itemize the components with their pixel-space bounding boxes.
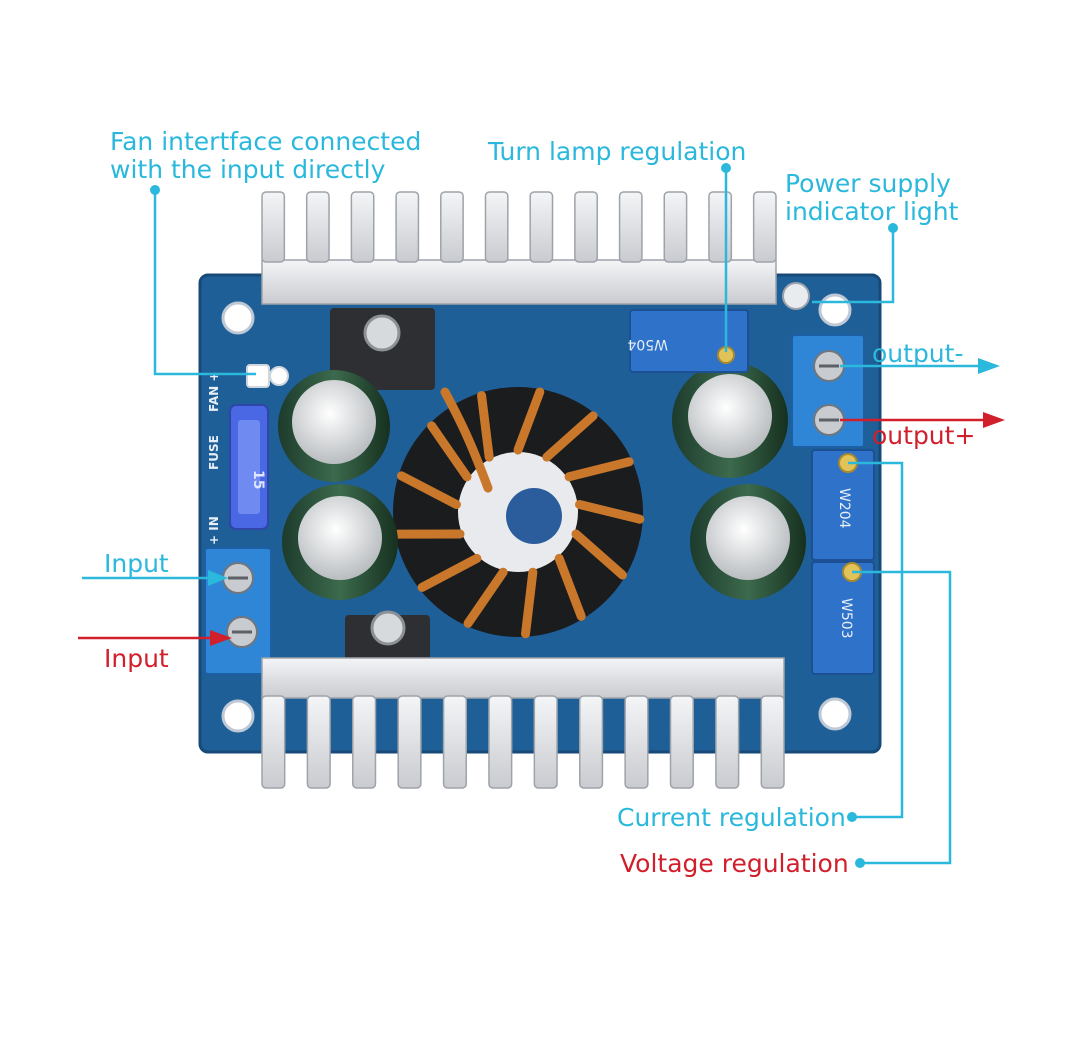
inductor-winding — [575, 500, 645, 524]
inductor-winding — [477, 391, 494, 462]
inductor-winding — [513, 387, 545, 455]
mount-hole — [221, 699, 255, 733]
capacitor — [672, 362, 788, 478]
inductor-winding — [427, 421, 472, 482]
pot-marking-w503: W503 — [838, 598, 854, 639]
heatsink-fin — [760, 695, 785, 789]
fan-pad — [246, 364, 270, 388]
inductor-winding — [396, 471, 461, 510]
heatsink-fin — [352, 695, 377, 789]
output-terminal-block — [791, 334, 865, 448]
heatsink-fin — [306, 695, 331, 789]
heatsink-base — [261, 259, 777, 305]
power-led — [782, 282, 810, 310]
heatsink-fin — [715, 695, 740, 789]
heatsink-fin — [484, 191, 509, 263]
inductor-winding — [521, 567, 538, 639]
heatsink-fin — [574, 191, 598, 263]
inductor-winding — [417, 553, 482, 592]
input-terminal-block — [204, 547, 272, 675]
power-callout-line — [812, 228, 895, 304]
inductor-winding — [542, 411, 598, 462]
heatsink-fin — [708, 191, 733, 263]
top-heatsink — [261, 191, 777, 305]
in-silkscreen: + IN — [207, 516, 221, 545]
output-plus-label: output+ — [872, 421, 976, 450]
heatsink-fin — [618, 191, 643, 263]
potentiometer-w503 — [811, 561, 875, 675]
heatsink-fin — [752, 191, 777, 263]
heatsink-fin — [578, 695, 604, 789]
fuse-silkscreen: FUSE — [207, 435, 221, 470]
capacitor — [282, 484, 398, 600]
pot-marking-w204: W204 — [836, 488, 852, 529]
fan-pad — [269, 366, 289, 386]
current-regulation-label: Current regulation — [617, 803, 846, 832]
potentiometer-w204 — [811, 449, 875, 561]
fan-interface-label: Fan intertface connected with the input … — [110, 128, 421, 184]
heatsink-base — [261, 657, 785, 699]
heatsink-fin — [261, 695, 286, 789]
fuse-rating: 15 — [250, 470, 266, 489]
heatsink-fin — [395, 191, 420, 263]
input-bottom-label: Input — [104, 644, 169, 673]
heatsink-fin — [350, 191, 375, 263]
heatsink-fin — [533, 695, 558, 789]
voltage-regulation-label: Voltage regulation — [620, 849, 849, 878]
turn-lamp-regulation-label: Turn lamp regulation — [488, 137, 747, 166]
heatsink-fin — [440, 191, 464, 263]
mount-hole — [818, 697, 852, 731]
heatsink-fin — [488, 695, 513, 789]
power-indicator-label-line2: indicator light — [785, 197, 959, 226]
heatsink-fin — [261, 191, 286, 263]
heatsink-fin — [669, 695, 694, 789]
current-callout-line — [848, 461, 904, 819]
heatsink-fin — [305, 191, 330, 263]
heatsink-fin — [397, 695, 422, 789]
fan-interface-label-line2: with the input directly — [110, 155, 386, 184]
heatsink-fin — [529, 191, 554, 263]
fan-silkscreen: FAN + — [207, 372, 221, 412]
input-top-label: Input — [104, 549, 169, 578]
inductor-winding — [564, 457, 634, 482]
toroid-inductor — [393, 387, 645, 639]
bottom-heatsink — [261, 657, 785, 789]
pot-marking-w504: W504 — [627, 336, 668, 352]
fan-interface-label-line1: Fan intertface connected — [110, 127, 422, 156]
capacitor — [278, 370, 390, 482]
capacitor — [690, 484, 806, 600]
inductor-winding — [554, 553, 586, 621]
heatsink-fin — [442, 695, 468, 789]
inductor-winding — [571, 529, 627, 580]
heatsink-fin — [663, 191, 688, 263]
output-minus-label: output- — [872, 339, 964, 368]
mount-hole — [221, 301, 255, 335]
voltage-callout-line — [852, 570, 952, 865]
power-indicator-label: Power supply indicator light — [785, 170, 958, 226]
inductor-winding — [463, 567, 508, 628]
mount-hole — [818, 293, 852, 327]
heatsink-fin — [624, 695, 649, 789]
fan-callout-line — [153, 188, 256, 376]
power-indicator-label-line1: Power supply — [785, 169, 951, 198]
